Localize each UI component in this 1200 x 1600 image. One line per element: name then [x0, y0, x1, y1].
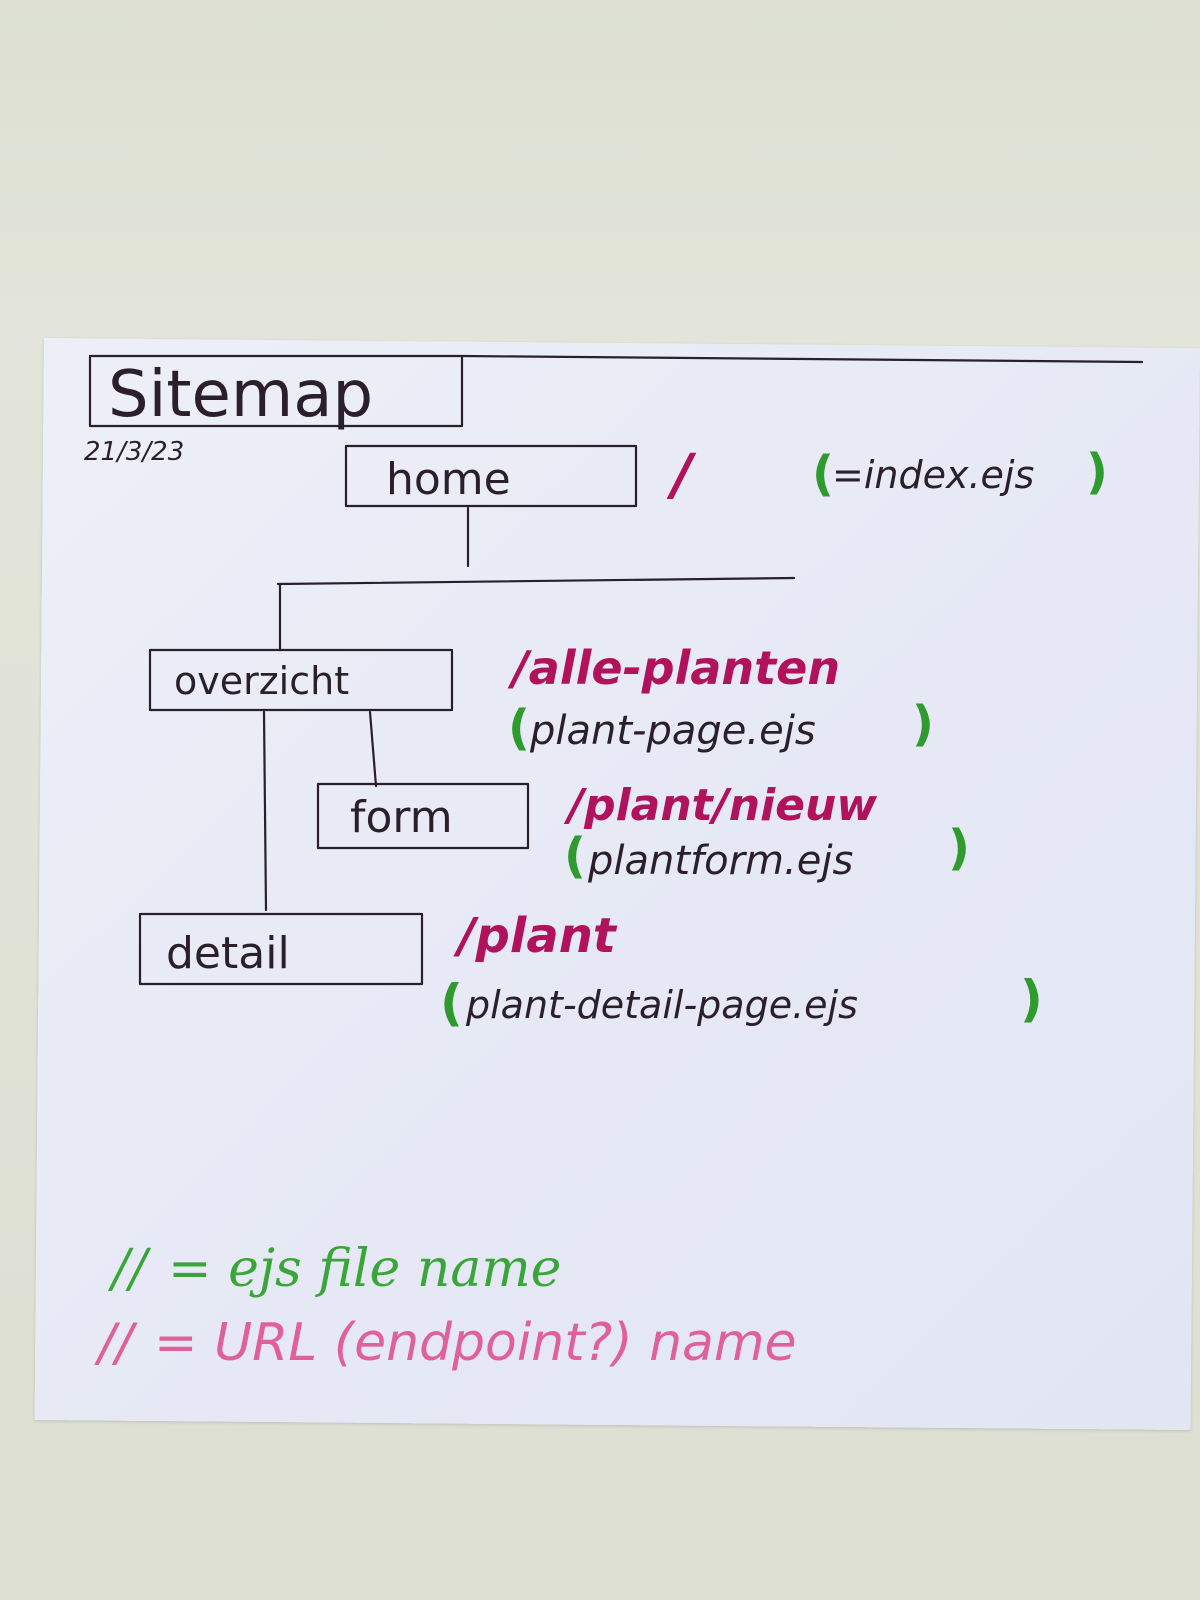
paren-close-detail: )	[1020, 970, 1043, 1028]
node-overzicht: overzicht /alle-planten ( plant-page.ejs…	[148, 641, 934, 756]
node-overzicht-label: overzicht	[174, 659, 349, 703]
node-form-box	[316, 782, 530, 850]
legend: // = ejs file name // = URL (endpoint?) …	[94, 1239, 797, 1373]
node-form-file: plantform.ejs	[587, 838, 853, 884]
paren-close-form: )	[948, 820, 970, 876]
node-overzicht-file: plant-page.ejs	[529, 708, 816, 754]
connector-to-form	[368, 710, 378, 788]
node-home: home / ( =index.ejs )	[344, 443, 1108, 508]
page-title: Sitemap	[108, 358, 373, 432]
node-form-label: form	[350, 792, 453, 843]
node-detail-file: plant-detail-page.ejs	[465, 983, 858, 1027]
node-home-label: home	[386, 454, 511, 505]
node-form-url: /plant/nieuw	[563, 780, 877, 831]
paren-open-detail: (	[440, 974, 463, 1032]
legend-pink-marker: //	[94, 1313, 139, 1373]
paren-open-form: (	[564, 828, 586, 884]
paren-open-home: (	[812, 446, 834, 502]
node-home-box	[344, 444, 638, 508]
node-overzicht-box	[148, 648, 454, 712]
legend-green-marker: //	[107, 1239, 152, 1299]
date-label: 21/3/23	[84, 437, 184, 467]
node-detail-url: /plant	[453, 908, 618, 964]
paren-close-home: )	[1086, 444, 1108, 500]
node-home-file: =index.ejs	[832, 453, 1034, 497]
paren-close-overzicht: )	[912, 696, 934, 752]
node-detail-box	[138, 912, 424, 986]
legend-pink-text: = URL (endpoint?) name	[154, 1313, 797, 1373]
connector-to-detail	[262, 710, 268, 912]
node-detail-label: detail	[166, 928, 290, 979]
connector-branch-horizontal	[276, 576, 796, 586]
title-rule	[460, 354, 1144, 364]
node-form: form /plant/nieuw ( plantform.ejs )	[316, 780, 970, 884]
node-home-url: /	[666, 443, 697, 508]
node-detail: detail /plant ( plant-detail-page.ejs )	[138, 908, 1043, 1032]
tree-connectors	[262, 506, 796, 912]
title-group: Sitemap 21/3/23	[84, 354, 1144, 467]
node-overzicht-url: /alle-planten	[507, 641, 840, 695]
paren-open-overzicht: (	[508, 700, 530, 756]
legend-green-text: = ejs file name	[168, 1239, 561, 1299]
title-box	[88, 354, 464, 428]
